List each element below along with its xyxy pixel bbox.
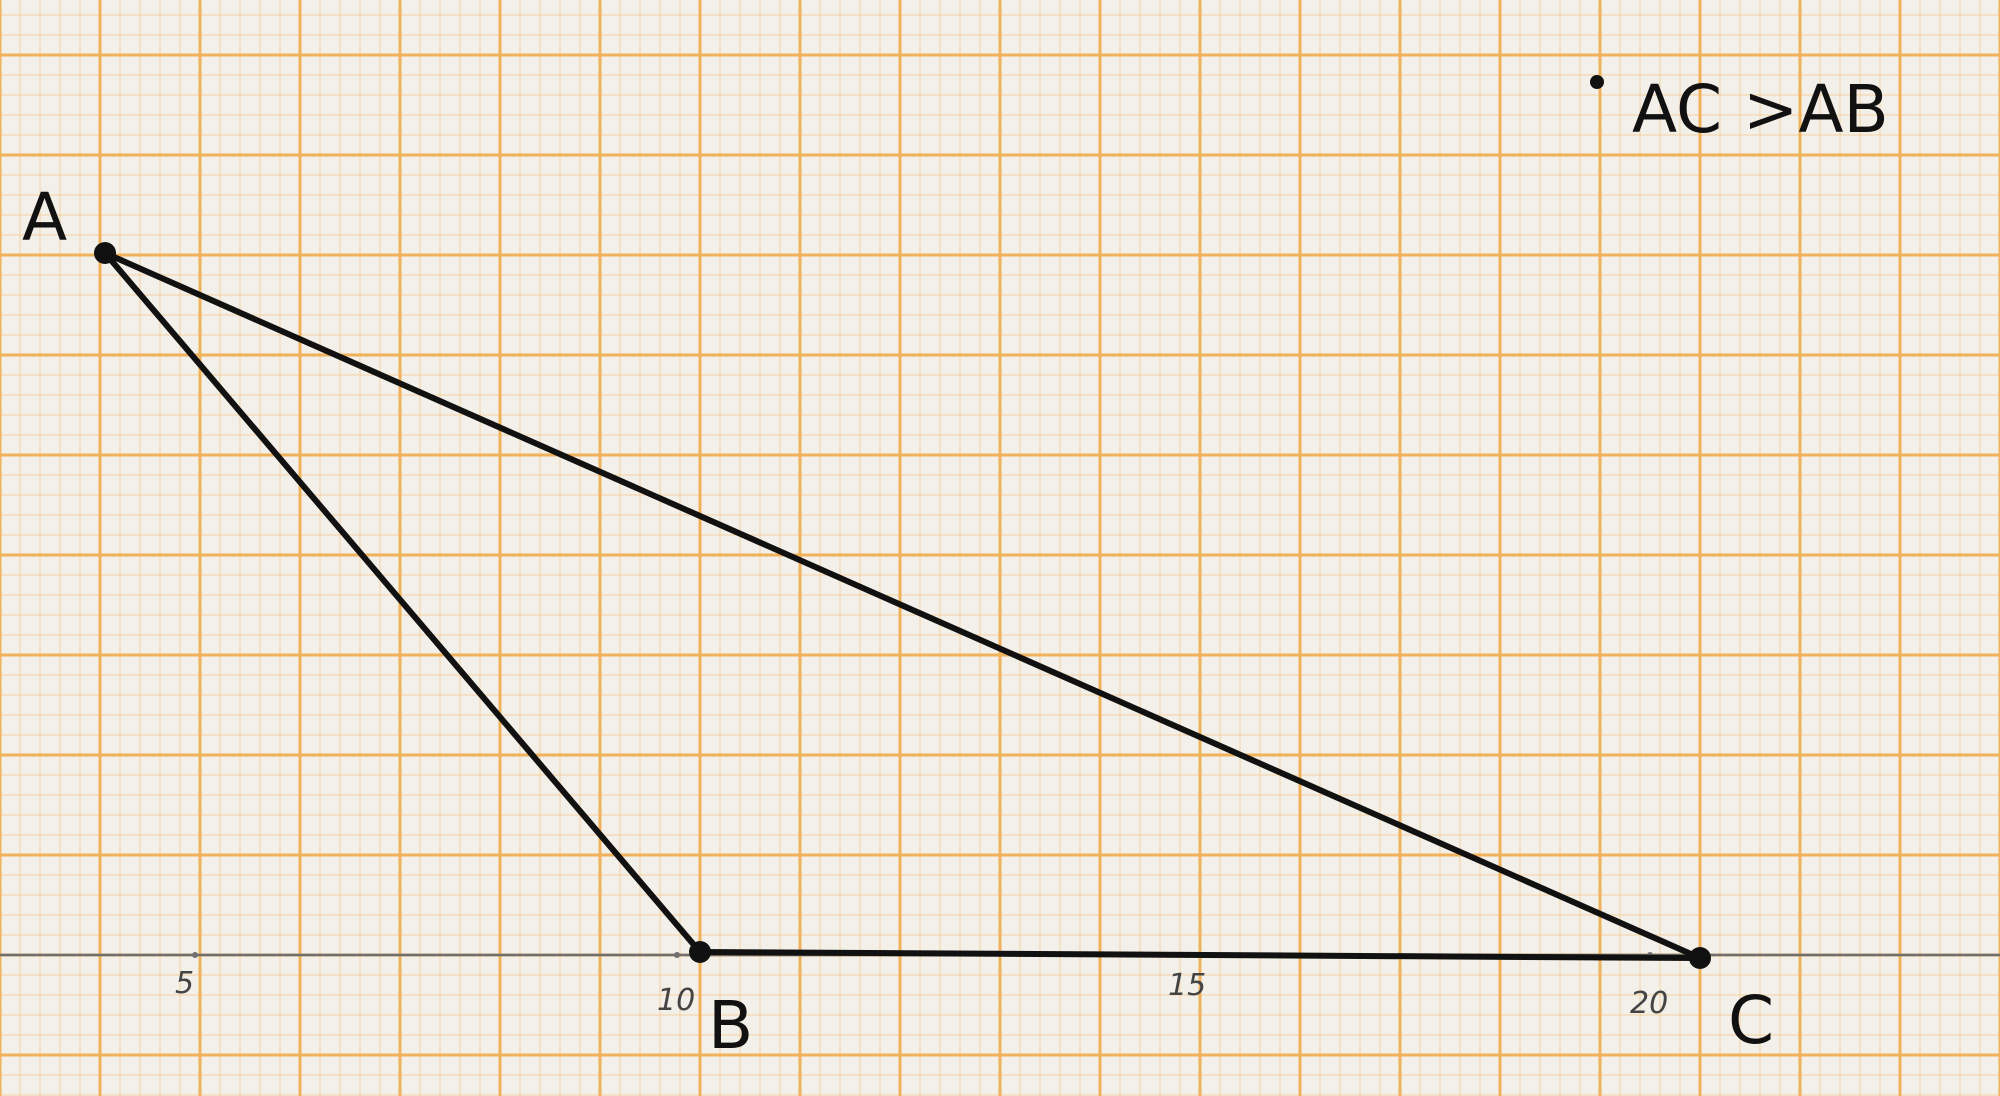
vertex-point-a <box>94 242 116 264</box>
vertex-label-b: B <box>708 987 753 1064</box>
note-label: AC >AB <box>1632 71 1889 148</box>
triangle-sides <box>102 250 1703 961</box>
axis-tick-label: 5 <box>175 966 194 1001</box>
axis-tick-label: 15 <box>1168 968 1206 1003</box>
note-bullet <box>1590 75 1604 89</box>
vertex-label-a: A <box>22 179 67 256</box>
side-BC <box>697 949 1703 961</box>
vertex-label-c: C <box>1728 982 1774 1059</box>
axis-tick-mark <box>192 952 198 958</box>
axis-tick-mark <box>674 952 680 958</box>
triangle-vertices: A B C <box>22 179 1774 1064</box>
axis-tick-label: 20 <box>1630 986 1668 1021</box>
vertex-point-c <box>1689 947 1711 969</box>
side-AB <box>102 250 703 955</box>
side-AC <box>102 250 1703 961</box>
vertex-point-b <box>689 941 711 963</box>
axis-tick-label: 10 <box>657 983 695 1018</box>
